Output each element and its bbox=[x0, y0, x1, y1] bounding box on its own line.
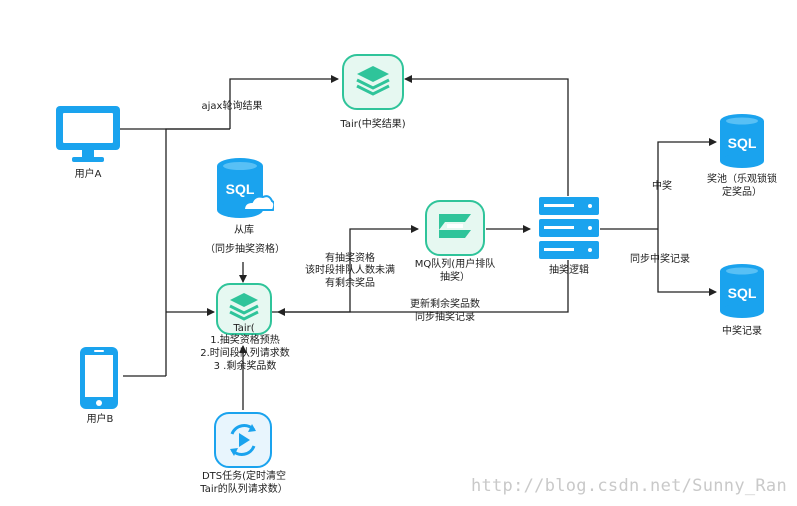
cache-stack-icon bbox=[216, 283, 272, 335]
database-icon: SQL bbox=[214, 156, 276, 222]
prize-pool-label-line-2: 定奖品） bbox=[722, 187, 762, 198]
tair-result-label: Tair(中奖结果) bbox=[340, 119, 406, 130]
user-a-label: 用户A bbox=[74, 169, 102, 180]
server-rack-icon bbox=[538, 196, 600, 260]
edge-sync-record-label: 同步中奖记录 bbox=[630, 254, 690, 265]
line-lottery-to-tair bbox=[277, 260, 569, 316]
edge-update-2: 同步抽奖记录 bbox=[415, 312, 475, 323]
slave-db-sql-text: SQL bbox=[226, 181, 255, 197]
mq-label-line-2: 抽奖） bbox=[440, 272, 470, 283]
watermark: http://blog.csdn.net/Sunny_Ran bbox=[470, 476, 787, 496]
edge-condition-2: 该时段排队人数未满 bbox=[305, 265, 395, 276]
prize-pool-label-line-1: 奖池（乐观锁锁 bbox=[707, 174, 777, 185]
edge-condition-1: 有抽奖资格 bbox=[325, 253, 375, 264]
edge-update-1: 更新剩余奖品数 bbox=[410, 299, 480, 310]
tair-main-line-2: 2.时间段队列请求数 bbox=[200, 348, 290, 359]
cache-stack-icon bbox=[342, 54, 404, 110]
edge-win-label: 中奖 bbox=[652, 181, 672, 192]
dts-label-line-2: Tair的队列请求数） bbox=[200, 484, 288, 495]
user-b-label: 用户B bbox=[86, 414, 114, 425]
prize-pool-sql-text: SQL bbox=[728, 135, 757, 151]
lottery-label: 抽奖逻辑 bbox=[549, 265, 589, 276]
line-to-prize-pool bbox=[657, 138, 717, 229]
database-icon: SQL bbox=[718, 262, 766, 320]
edge-condition-3: 有剩余奖品 bbox=[325, 278, 375, 289]
tair-main-label: Tair( bbox=[233, 323, 255, 334]
line-ajax-to-tair-result bbox=[229, 75, 339, 129]
dts-label-line-1: DTS任务(定时清空 bbox=[201, 471, 287, 482]
tair-main-line-1: 1.抽奖资格预热 bbox=[210, 335, 280, 346]
edge-ajax-label: ajax轮询结果 bbox=[201, 101, 263, 112]
slave-db-sublabel: （同步抽奖资格） bbox=[205, 244, 285, 255]
tair-main-line-3: 3 .剩余奖品数 bbox=[213, 361, 277, 372]
phone-icon bbox=[78, 346, 120, 410]
mq-label-line-1: MQ队列(用户排队 bbox=[414, 259, 496, 270]
win-record-label: 中奖记录 bbox=[722, 326, 762, 337]
line-lottery-to-tair-result bbox=[404, 75, 569, 196]
line-user-a-trunk bbox=[165, 128, 230, 376]
win-record-sql-text: SQL bbox=[728, 285, 757, 301]
database-icon: SQL bbox=[718, 112, 766, 170]
message-queue-icon bbox=[425, 200, 485, 256]
line-to-win-record bbox=[657, 229, 717, 296]
monitor-icon bbox=[52, 104, 124, 166]
slave-db-label: 从库 bbox=[234, 225, 254, 236]
refresh-play-icon bbox=[214, 412, 272, 468]
